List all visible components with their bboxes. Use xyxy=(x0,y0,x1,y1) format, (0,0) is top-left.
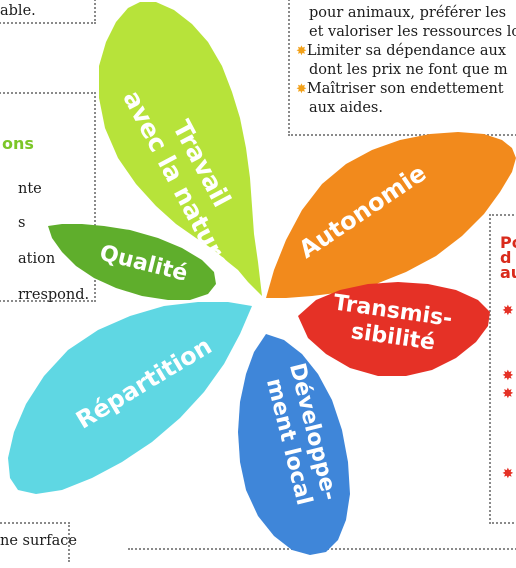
star-bullet-icon: ✸ xyxy=(296,82,307,97)
petal-transmissibilite-shape xyxy=(298,282,490,376)
petal-qualite-shape xyxy=(48,224,216,300)
top-right-line: pour animaux, préférer les xyxy=(309,5,507,21)
top-right-line: et valoriser les ressources lo xyxy=(309,24,516,40)
right-box xyxy=(489,214,516,524)
red-bullet-icon: ✸ xyxy=(502,368,514,384)
petal-travail-shape xyxy=(99,2,262,296)
petal-developpement-shape xyxy=(238,334,350,555)
right-box-heading-line: au xyxy=(500,263,516,282)
bottom-left-text: ne surface xyxy=(0,533,77,549)
petal-autonomie: Autonomie xyxy=(266,132,516,298)
petal-repartition-shape xyxy=(8,302,252,494)
red-bullet-icon: ✸ xyxy=(502,303,514,319)
right-box-heading-line: Po xyxy=(500,233,516,252)
red-bullet-icon: ✸ xyxy=(502,386,514,402)
petal-transmissibilite: Transmis- sibilité xyxy=(298,282,490,376)
petal-repartition: Répartition xyxy=(8,302,252,494)
top-right-line: dont les prix ne font que m xyxy=(309,62,508,78)
top-left-text: able. xyxy=(0,3,36,19)
top-right-bullet-row: ✸Limiter sa dépendance aux xyxy=(296,42,506,61)
star-bullet-icon: ✸ xyxy=(296,44,307,59)
left-box xyxy=(0,92,96,302)
flower-diagram: Travail avec la nature Autonomie Qualité… xyxy=(8,2,516,555)
top-right-line: aux aides. xyxy=(309,100,383,116)
petal-developpement: Développe- ment local xyxy=(238,334,350,555)
top-right-box xyxy=(288,0,516,136)
right-box-heading-line: d xyxy=(500,248,512,267)
left-box-line: ation xyxy=(18,251,56,267)
left-box-heading: ons xyxy=(2,134,34,153)
left-box-line: s xyxy=(18,215,26,231)
petal-qualite: Qualité xyxy=(48,224,216,300)
left-box-line: rrespond. xyxy=(18,287,90,303)
bottom-left-box xyxy=(0,522,70,562)
petal-autonomie-shape xyxy=(266,132,516,298)
top-left-box xyxy=(0,0,96,24)
top-right-line: Limiter sa dépendance aux xyxy=(306,43,507,59)
top-right-line: Maîtriser son endettement xyxy=(306,81,504,97)
top-right-bullet-row: ✸Maîtriser son endettement xyxy=(296,80,504,99)
right-box-heading: Po d au xyxy=(500,233,516,282)
left-box-line: nte xyxy=(18,181,42,197)
red-bullet-icon: ✸ xyxy=(502,466,514,482)
